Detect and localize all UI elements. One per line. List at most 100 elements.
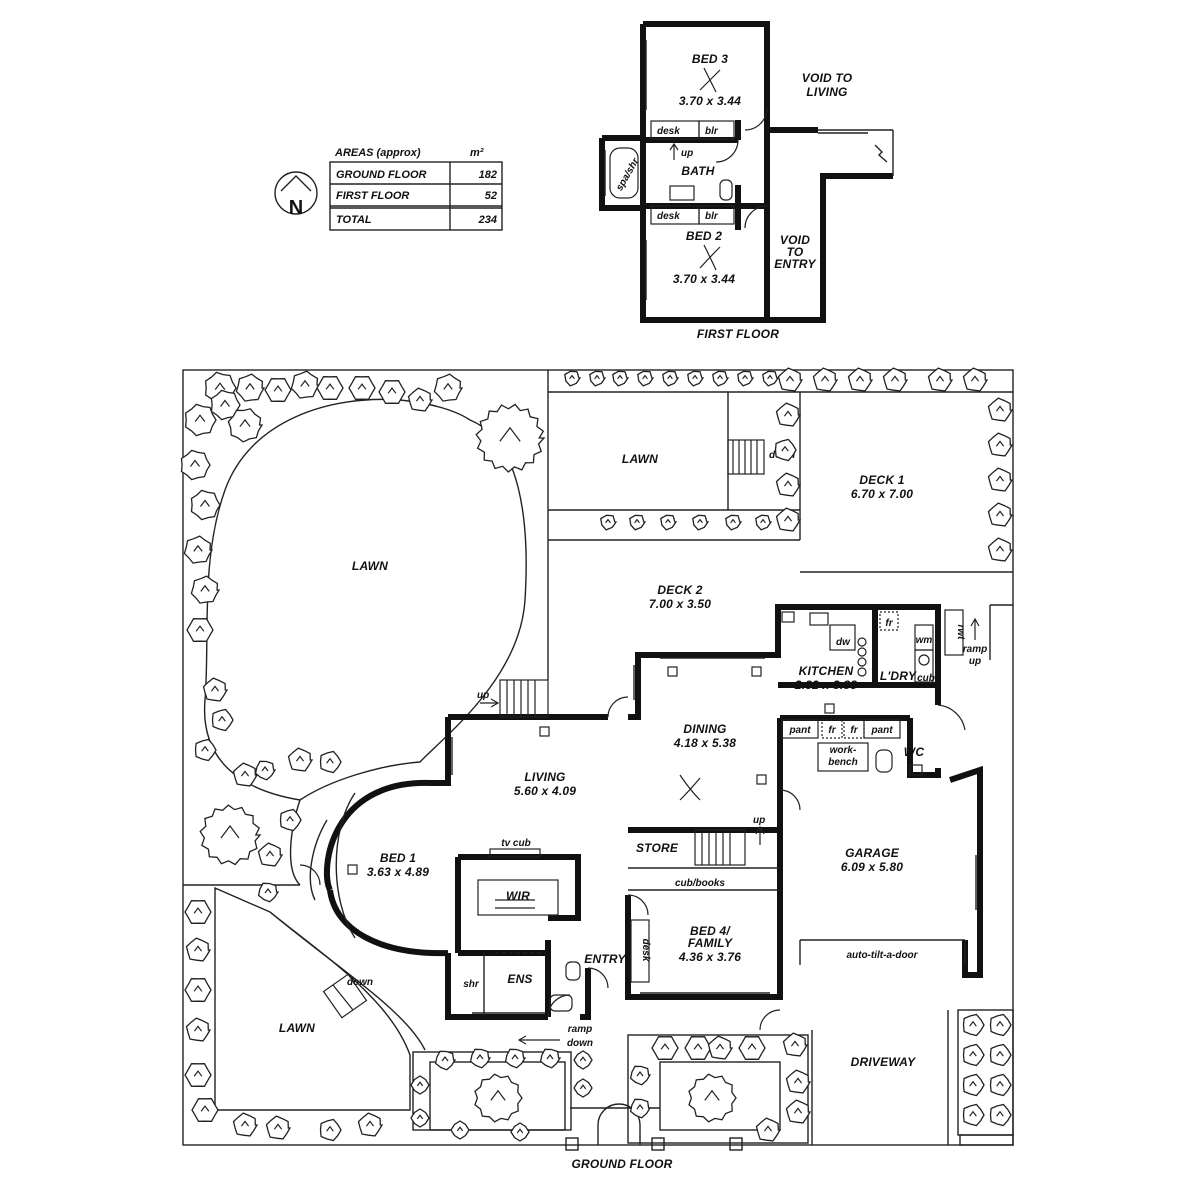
tree-icon bbox=[319, 1118, 342, 1142]
tree-icon bbox=[510, 1122, 530, 1142]
tree-icon bbox=[989, 1043, 1012, 1067]
tree-icon bbox=[316, 376, 344, 400]
tree-icon bbox=[232, 762, 259, 787]
tree-icon bbox=[183, 535, 214, 564]
dining-size: 4.18 x 5.38 bbox=[673, 736, 736, 750]
tree-icon bbox=[434, 1050, 457, 1071]
ff-stair-up-label: up bbox=[681, 148, 693, 159]
tree-icon bbox=[191, 1098, 219, 1122]
rainwater-tank-label: rwt bbox=[955, 625, 966, 641]
tree-icon bbox=[475, 403, 546, 473]
tree-icon bbox=[989, 1073, 1012, 1097]
tree-icon bbox=[264, 378, 292, 402]
ensuite-label: ENS bbox=[507, 972, 532, 986]
areas-table-frame bbox=[329, 161, 503, 231]
tree-icon bbox=[564, 370, 582, 387]
first-floor-title: FIRST FLOOR bbox=[697, 327, 779, 341]
tree-icon bbox=[287, 747, 314, 772]
tree-icon bbox=[450, 1120, 470, 1140]
bed3-size: 3.70 x 3.44 bbox=[679, 94, 741, 108]
deck-steps-up-label: up bbox=[477, 690, 489, 701]
laundry-fridge-label: fr bbox=[885, 618, 893, 629]
void-entry-line1: VOID bbox=[780, 233, 810, 247]
tree-icon bbox=[504, 1048, 527, 1069]
tree-icon bbox=[600, 514, 618, 531]
wc-label: WC bbox=[904, 745, 925, 759]
washing-machine-label: wm bbox=[916, 635, 933, 646]
tree-icon bbox=[235, 373, 266, 402]
tree-icon bbox=[987, 467, 1014, 492]
tree-icon bbox=[184, 1063, 212, 1087]
bed2-name: BED 2 bbox=[686, 229, 722, 243]
cub-books-label: cub/books bbox=[675, 878, 725, 889]
bed1-name: BED 1 bbox=[380, 851, 416, 865]
areas-title: AREAS (approx) bbox=[334, 147, 421, 159]
ramp-down-line2: down bbox=[567, 1038, 593, 1049]
tree-icon bbox=[348, 376, 376, 400]
tv-cub-label: tv cub bbox=[501, 838, 530, 849]
lawn-lower-label: LAWN bbox=[279, 1021, 315, 1035]
ramp-down-line1: ramp bbox=[568, 1024, 592, 1035]
store-label: STORE bbox=[636, 841, 679, 855]
areas-row-first-label: FIRST FLOOR bbox=[336, 190, 409, 202]
tree-icon bbox=[688, 1073, 737, 1123]
pantry-left-label: pant bbox=[788, 725, 811, 736]
tree-icon bbox=[227, 408, 264, 443]
tree-icon bbox=[987, 397, 1014, 422]
fridge-1-label: fr bbox=[828, 725, 836, 736]
deck-steps: up bbox=[477, 679, 549, 718]
bed2-desk-label: desk bbox=[657, 211, 680, 222]
tree-icon bbox=[629, 1098, 652, 1119]
tree-icon bbox=[357, 1112, 384, 1137]
void-living-line1: VOID TO bbox=[802, 71, 853, 85]
tree-icon bbox=[762, 370, 780, 387]
tree-icon bbox=[202, 677, 229, 702]
living-size: 5.60 x 4.09 bbox=[514, 784, 576, 798]
lower-lawn-down-label: down bbox=[347, 977, 373, 988]
tree-icon bbox=[847, 367, 874, 392]
tree-icon bbox=[687, 370, 705, 387]
workbench-line1: work- bbox=[830, 745, 857, 756]
tree-icon bbox=[629, 1065, 652, 1086]
areas-unit: m² bbox=[470, 147, 484, 159]
tree-icon bbox=[755, 514, 773, 531]
trees bbox=[180, 367, 1014, 1142]
bed3-blr-label: blr bbox=[705, 126, 719, 137]
tree-icon bbox=[539, 1048, 562, 1069]
tree-icon bbox=[962, 1043, 985, 1067]
deck2-name: DECK 2 bbox=[657, 583, 702, 597]
tree-icon bbox=[785, 1069, 812, 1094]
north-label: N bbox=[289, 197, 303, 219]
tree-icon bbox=[433, 373, 464, 402]
tree-icon bbox=[989, 1013, 1012, 1037]
tree-icon bbox=[738, 1036, 766, 1060]
tree-icon bbox=[882, 367, 909, 392]
tree-icon bbox=[927, 367, 954, 392]
tree-icon bbox=[782, 1032, 809, 1057]
pantry-right-label: pant bbox=[870, 725, 893, 736]
bed4-desk-label: desk bbox=[640, 939, 651, 962]
kitchen-name: KITCHEN bbox=[799, 664, 854, 678]
garage-door-label: auto-tilt-a-door bbox=[846, 950, 918, 961]
entry-label: ENTRY bbox=[584, 952, 626, 966]
dishwasher-label: dw bbox=[836, 637, 851, 648]
areas-row-first-value: 52 bbox=[485, 190, 497, 202]
ground-floor-title: GROUND FLOOR bbox=[571, 1157, 672, 1171]
void-living-line2: LIVING bbox=[806, 85, 847, 99]
tree-icon bbox=[232, 1112, 259, 1137]
tree-icon bbox=[184, 403, 217, 437]
ramp-up-line1: ramp bbox=[963, 644, 987, 655]
fridge-2-label: fr bbox=[850, 725, 858, 736]
areas-row-total-value: 234 bbox=[478, 214, 497, 226]
tree-icon bbox=[186, 618, 214, 642]
tree-icon bbox=[474, 1073, 523, 1123]
tree-icon bbox=[684, 1036, 712, 1060]
tree-icon bbox=[290, 370, 321, 399]
tree-icon bbox=[962, 1103, 985, 1127]
areas-row-total-label: TOTAL bbox=[336, 214, 372, 226]
tree-icon bbox=[775, 472, 802, 497]
tree-icon bbox=[987, 432, 1014, 457]
internal-stair-up-label: up bbox=[753, 815, 765, 826]
tree-icon bbox=[775, 507, 802, 532]
lawn-main bbox=[203, 398, 527, 801]
